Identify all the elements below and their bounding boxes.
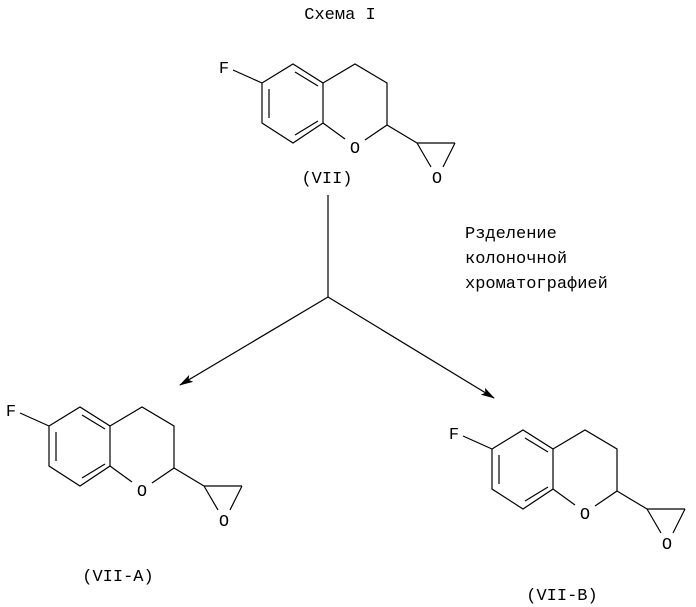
fluorine-atom: F — [6, 403, 16, 422]
note-line-3: хроматографией — [465, 275, 608, 294]
epoxide-oxygen-atom: O — [662, 536, 672, 555]
scheme-title: Схема I — [304, 6, 375, 25]
compound-label-vii: (VII) — [301, 170, 352, 189]
molecule-vii-b: F O O — [449, 426, 685, 555]
arrow-to-vii-b — [328, 297, 494, 398]
ring-oxygen-atom: O — [580, 506, 590, 525]
epoxide-oxygen-atom: O — [432, 170, 442, 189]
note-line-1: Рзделение — [465, 225, 557, 244]
epoxide-oxygen-atom: O — [219, 513, 229, 532]
note-line-2: колоночной — [465, 250, 567, 269]
ring-oxygen-atom: O — [350, 140, 360, 159]
fluorine-atom: F — [219, 60, 229, 79]
separation-arrows — [180, 195, 494, 398]
ring-oxygen-atom: O — [137, 483, 147, 502]
fluorine-atom: F — [449, 426, 459, 445]
arrow-to-vii-a — [180, 297, 328, 385]
molecule-vii-a: F O O — [6, 403, 242, 532]
compound-label-vii-b: (VII-B) — [526, 587, 597, 606]
compound-label-vii-a: (VII-A) — [82, 568, 153, 587]
